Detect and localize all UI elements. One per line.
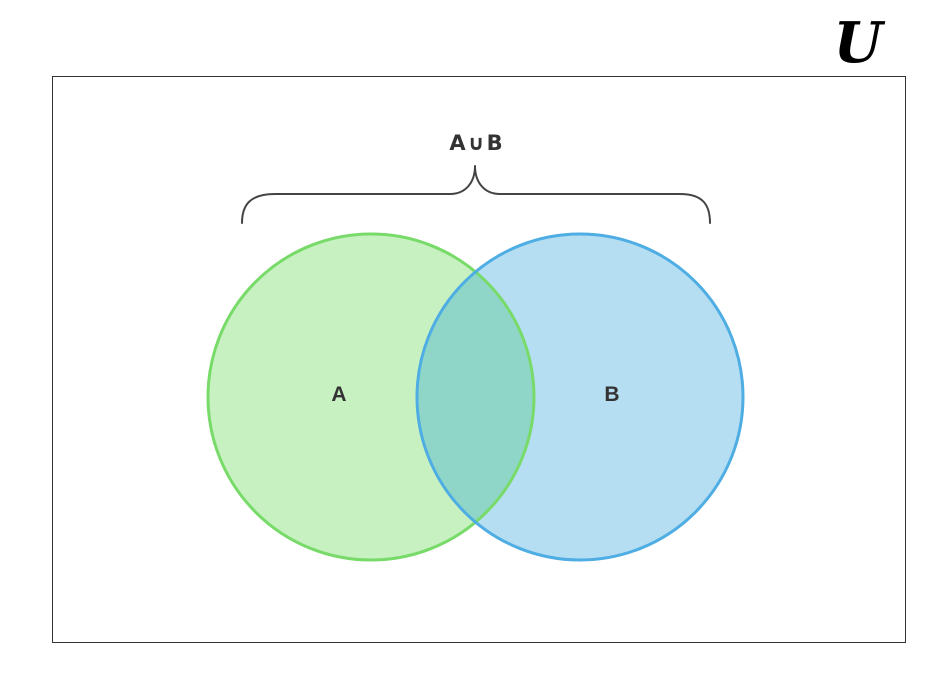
union-label: A∪B	[449, 131, 504, 155]
universe-symbol: U	[834, 10, 886, 76]
set-a-label: A	[331, 383, 346, 406]
set-b-outline	[415, 232, 745, 562]
set-b-label: B	[604, 383, 619, 406]
set-a-outline	[206, 232, 536, 562]
union-brace	[241, 165, 711, 224]
intersection-region	[417, 234, 534, 560]
